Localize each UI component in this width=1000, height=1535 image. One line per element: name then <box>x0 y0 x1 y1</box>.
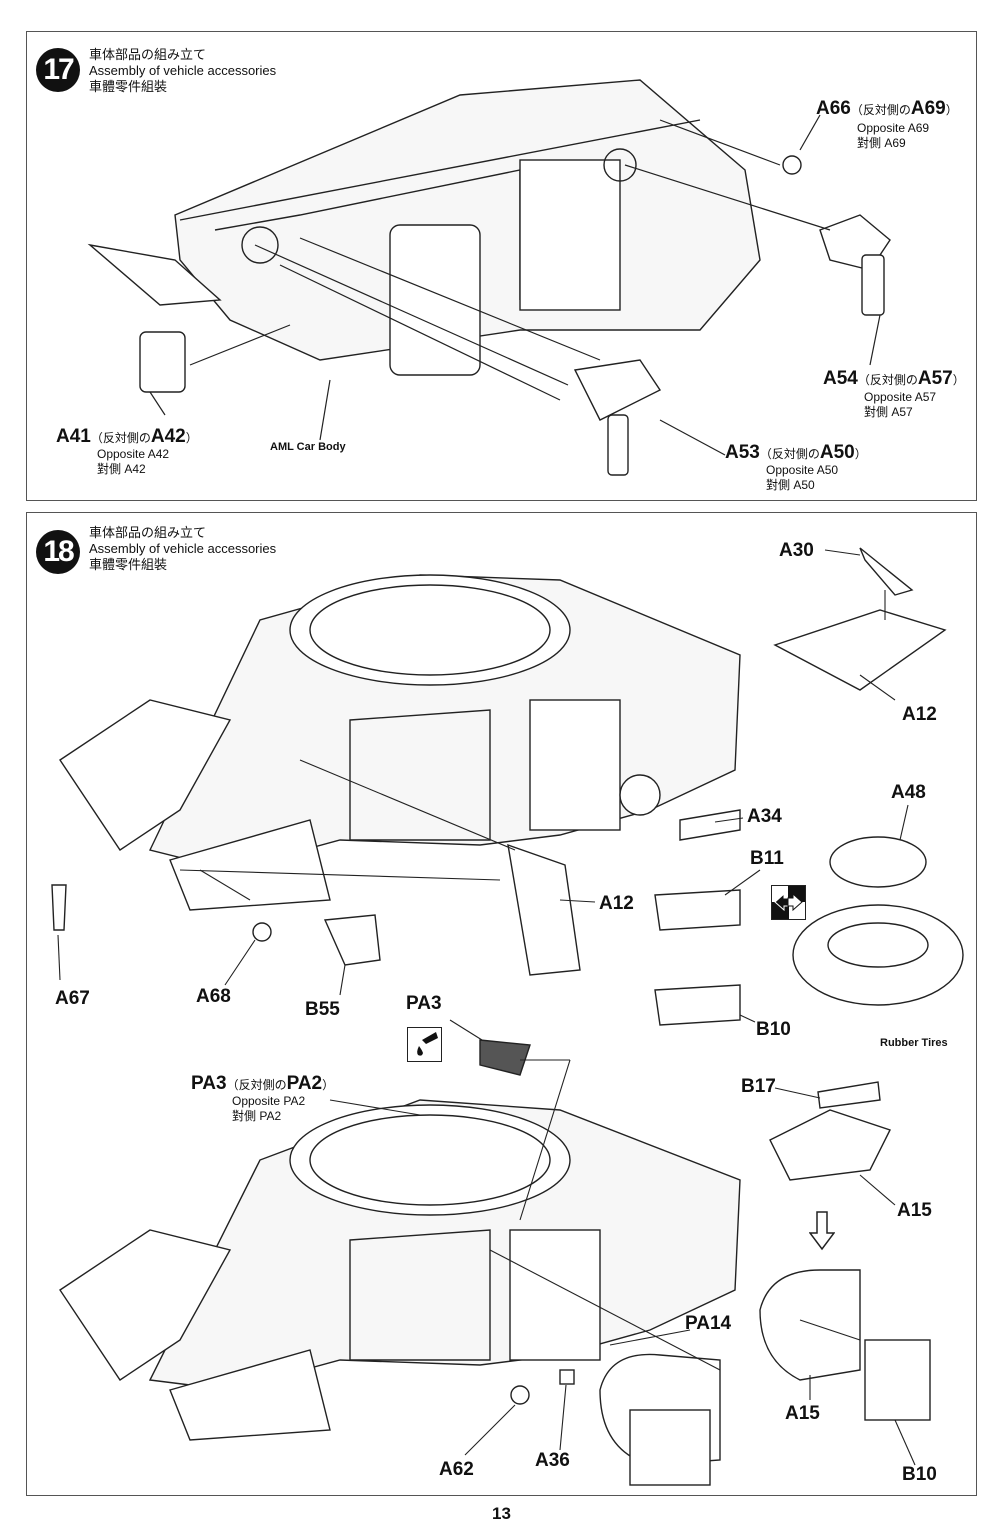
opposite-tw: 對側 A50 <box>766 478 815 492</box>
callout-a41: A41（反対側のA42） <box>56 426 198 448</box>
callout-a66-sub: Opposite A69 對側 A69 <box>857 121 929 151</box>
part-label-a12-roof: A12 <box>902 704 937 725</box>
part-label-a62: A62 <box>439 1459 474 1480</box>
callout-a54: A54（反対側のA57） <box>823 368 965 390</box>
either-side-icon <box>771 885 806 920</box>
paren-close: ） <box>952 373 965 387</box>
part-label-a68: A68 <box>196 986 231 1007</box>
part-label-a15-hatch: A15 <box>897 1200 932 1221</box>
part-label-b10-door: B10 <box>902 1464 937 1485</box>
paren-text: （反対側の <box>850 103 911 117</box>
paren-text: （反対側の <box>226 1078 287 1092</box>
part-label-pa3: PA3 <box>406 993 442 1014</box>
step-18-panel <box>26 512 977 1496</box>
opposite-tw: 對側 A69 <box>857 136 906 150</box>
part-label: A41 <box>56 426 91 447</box>
glue-icon <box>407 1027 442 1062</box>
part-label: PA3 <box>191 1073 227 1094</box>
car-body-label: AML Car Body <box>270 441 346 453</box>
part-label-b55: B55 <box>305 999 340 1020</box>
callout-a66: A66（反対側のA69） <box>816 98 958 120</box>
paren-text: （反対側の <box>759 447 820 461</box>
opposite-part: PA2 <box>286 1073 323 1094</box>
step-title-tw: 車體零件組裝 <box>89 79 168 94</box>
part-label-a30: A30 <box>779 540 814 561</box>
part-label-a12-side: A12 <box>599 893 634 914</box>
opposite-en: Opposite A42 <box>97 447 170 461</box>
opposite-part: A42 <box>150 426 186 447</box>
paren-close: ） <box>945 103 958 117</box>
step-title-jp: 車体部品の組み立て <box>89 525 207 540</box>
part-label-a36: A36 <box>535 1450 570 1471</box>
paren-close: ） <box>854 447 867 461</box>
part-label-b10-box: B10 <box>756 1019 791 1040</box>
step-header: 車体部品の組み立て Assembly of vehicle accessorie… <box>89 47 276 95</box>
callout-pa3: PA3（反対側のPA2） <box>191 1073 334 1095</box>
part-label: A53 <box>725 442 760 463</box>
callout-pa3-sub: Opposite PA2 對側 PA2 <box>232 1094 305 1124</box>
step-number-badge: 18 <box>36 530 80 574</box>
paren-close: ） <box>185 431 198 445</box>
paren-text: （反対側の <box>90 431 151 445</box>
part-label-pa14: PA14 <box>685 1313 732 1334</box>
step-title-en: Assembly of vehicle accessories <box>89 541 277 556</box>
part-label-b11: B11 <box>750 848 784 869</box>
step-title-en: Assembly of vehicle accessories <box>89 63 277 78</box>
opposite-part: A69 <box>910 98 946 119</box>
part-label: A54 <box>823 368 858 389</box>
page-number: 13 <box>492 1504 511 1523</box>
callout-a53-sub: Opposite A50 對側 A50 <box>766 463 838 493</box>
paren-text: （反対側の <box>857 373 918 387</box>
opposite-part: A57 <box>917 368 953 389</box>
opposite-tw: 對側 A42 <box>97 462 146 476</box>
opposite-tw: 對側 A57 <box>864 405 913 419</box>
part-label-a15-door: A15 <box>785 1403 820 1424</box>
rubber-tires-label: Rubber Tires <box>880 1037 948 1049</box>
part-label-b17: B17 <box>741 1076 776 1097</box>
part-label-a48: A48 <box>891 782 926 803</box>
step-header: 車体部品の組み立て Assembly of vehicle accessorie… <box>89 525 276 573</box>
opposite-en: Opposite A57 <box>864 390 937 404</box>
step-title-jp: 車体部品の組み立て <box>89 47 207 62</box>
paren-close: ） <box>322 1078 335 1092</box>
opposite-tw: 對側 PA2 <box>232 1109 282 1123</box>
callout-a41-sub: Opposite A42 對側 A42 <box>97 447 169 477</box>
down-arrow-icon <box>808 1211 836 1251</box>
opposite-part: A50 <box>819 442 855 463</box>
step-title-tw: 車體零件組裝 <box>89 557 168 572</box>
opposite-en: Opposite PA2 <box>232 1094 306 1108</box>
opposite-en: Opposite A69 <box>857 121 930 135</box>
part-label-a34: A34 <box>747 806 782 827</box>
opposite-en: Opposite A50 <box>766 463 839 477</box>
callout-a53: A53（反対側のA50） <box>725 442 867 464</box>
step-number-badge: 17 <box>36 48 80 92</box>
callout-a54-sub: Opposite A57 對側 A57 <box>864 390 936 420</box>
part-label: A66 <box>816 98 851 119</box>
part-label-a67: A67 <box>55 988 90 1009</box>
